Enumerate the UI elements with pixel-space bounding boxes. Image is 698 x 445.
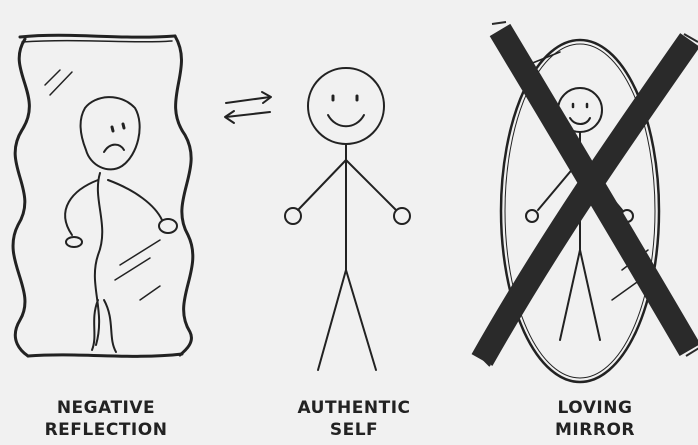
cross-out-mark-icon: [476, 22, 698, 366]
sad-figure: [65, 97, 177, 352]
caption-line-1: NEGATIVE: [6, 397, 206, 419]
caption-loving-mirror: LOVING MIRROR: [495, 397, 695, 441]
authentic-self-figure: [285, 68, 410, 370]
caption-line-2: MIRROR: [495, 419, 695, 441]
wavy-mirror-frame: [13, 35, 193, 356]
caption-line-1: LOVING: [495, 397, 695, 419]
glass-glare-lines: [45, 70, 160, 300]
bidirectional-arrows-icon: [225, 92, 271, 123]
caption-negative-reflection: NEGATIVE REFLECTION: [6, 397, 206, 441]
caption-authentic-self: AUTHENTIC SELF: [254, 397, 454, 441]
caption-line-2: SELF: [254, 419, 454, 441]
caption-line-2: REFLECTION: [6, 419, 206, 441]
caption-line-1: AUTHENTIC: [254, 397, 454, 419]
